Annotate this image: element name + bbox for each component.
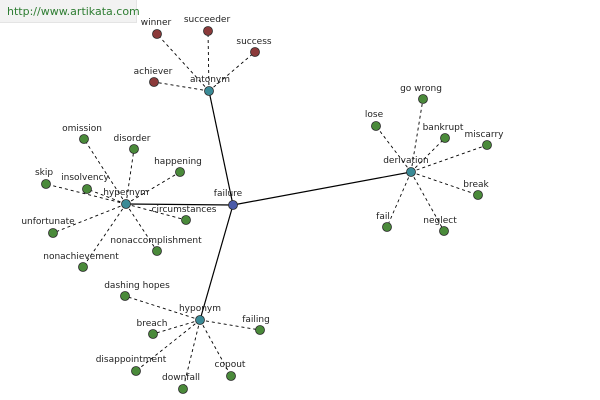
edge-antonym-succeeder xyxy=(207,30,210,92)
label-break: break xyxy=(463,180,489,190)
edge-failure-hyponym xyxy=(199,204,234,321)
label-disorder: disorder xyxy=(114,134,151,144)
graph-labels: winner succeeder success achiever antonym omi… xyxy=(21,15,504,383)
label-failure: failure xyxy=(214,189,243,199)
label-achiever: achiever xyxy=(134,67,173,77)
node-fail[interactable] xyxy=(382,222,392,232)
label-omission: omission xyxy=(62,124,102,134)
node-disappointment[interactable] xyxy=(131,366,141,376)
node-happening[interactable] xyxy=(175,167,185,177)
node-go-wrong[interactable] xyxy=(418,94,428,104)
edge-hypernym-unfortunate xyxy=(52,203,127,234)
edge-hypernym-circumstances xyxy=(125,203,187,221)
node-hyponym[interactable] xyxy=(195,315,205,325)
label-copout: copout xyxy=(215,360,246,370)
label-fail: fail xyxy=(376,212,390,222)
edge-hypernym-happening xyxy=(125,171,181,205)
label-hyponym: hyponym xyxy=(179,304,221,314)
edge-derivation-neglect xyxy=(410,171,445,232)
edge-hypernym-skip xyxy=(45,183,127,205)
edge-hyponym-failing xyxy=(199,319,261,331)
label-derivation: derivation xyxy=(383,156,429,166)
node-success[interactable] xyxy=(250,47,260,57)
node-copout[interactable] xyxy=(226,371,236,381)
label-disappointment: disappointment xyxy=(96,355,167,365)
label-bankrupt: bankrupt xyxy=(423,123,464,133)
node-hypernym[interactable] xyxy=(121,199,131,209)
graph-edges xyxy=(45,30,488,390)
edge-antonym-winner xyxy=(156,33,210,92)
node-lose[interactable] xyxy=(371,121,381,131)
node-antonym[interactable] xyxy=(204,86,214,96)
edge-derivation-miscarry xyxy=(410,144,488,173)
edge-derivation-go-wrong xyxy=(410,98,424,173)
edge-derivation-bankrupt xyxy=(410,137,446,173)
node-breach[interactable] xyxy=(148,329,158,339)
label-hypernym: hypernym xyxy=(103,188,149,198)
node-dashing-hopes[interactable] xyxy=(120,291,130,301)
node-winner[interactable] xyxy=(152,29,162,39)
edge-failure-antonym xyxy=(208,90,234,206)
label-skip: skip xyxy=(35,168,53,178)
edge-derivation-fail xyxy=(386,171,412,228)
edge-failure-derivation xyxy=(232,171,412,206)
label-downfall: downfall xyxy=(162,373,200,383)
label-succeeder: succeeder xyxy=(184,15,231,25)
edge-hyponym-breach xyxy=(152,319,201,335)
label-neglect: neglect xyxy=(423,216,457,226)
label-success: success xyxy=(236,37,272,47)
node-achiever[interactable] xyxy=(149,77,159,87)
watermark-url[interactable]: http://www.artikata.com xyxy=(7,5,140,18)
label-failing: failing xyxy=(242,315,270,325)
label-winner: winner xyxy=(141,18,172,28)
edge-hyponym-copout xyxy=(199,319,232,377)
node-omission[interactable] xyxy=(79,134,89,144)
node-circumstances[interactable] xyxy=(181,215,191,225)
node-disorder[interactable] xyxy=(129,144,139,154)
node-succeeder[interactable] xyxy=(203,26,213,36)
label-miscarry: miscarry xyxy=(465,130,505,140)
node-failing[interactable] xyxy=(255,325,265,335)
edge-hyponym-dashing-hopes xyxy=(124,295,201,321)
label-go-wrong: go wrong xyxy=(400,84,442,94)
graph-nodes xyxy=(41,26,492,394)
label-lose: lose xyxy=(365,110,384,120)
label-nonaccomplishment: nonaccomplishment xyxy=(110,236,202,246)
label-insolvency: insolvency xyxy=(61,173,109,183)
node-skip[interactable] xyxy=(41,179,51,189)
label-nonachievement: nonachievement xyxy=(43,252,119,262)
label-happening: happening xyxy=(154,157,202,167)
node-unfortunate[interactable] xyxy=(48,228,58,238)
edge-failure-hypernym xyxy=(125,203,234,206)
node-nonaccomplishment[interactable] xyxy=(152,246,162,256)
label-dashing-hopes: dashing hopes xyxy=(104,281,170,291)
edge-hyponym-disappointment xyxy=(135,319,201,372)
label-unfortunate: unfortunate xyxy=(21,217,75,227)
node-miscarry[interactable] xyxy=(482,140,492,150)
watermark-box: http://www.artikata.com xyxy=(0,0,140,23)
edge-hypernym-insolvency xyxy=(86,188,127,205)
label-breach: breach xyxy=(137,319,168,329)
node-failure[interactable] xyxy=(228,200,238,210)
node-nonachievement[interactable] xyxy=(78,262,88,272)
edge-hypernym-omission xyxy=(83,138,127,205)
node-neglect[interactable] xyxy=(439,226,449,236)
label-circumstances: circumstances xyxy=(152,205,217,215)
edge-derivation-lose xyxy=(375,125,412,173)
node-derivation[interactable] xyxy=(406,167,416,177)
node-break[interactable] xyxy=(473,190,483,200)
edge-hypernym-nonachievement xyxy=(82,203,127,268)
label-antonym: antonym xyxy=(190,75,230,85)
node-downfall[interactable] xyxy=(178,384,188,394)
node-bankrupt[interactable] xyxy=(440,133,450,143)
node-insolvency[interactable] xyxy=(82,184,92,194)
edge-antonym-success xyxy=(208,51,256,92)
